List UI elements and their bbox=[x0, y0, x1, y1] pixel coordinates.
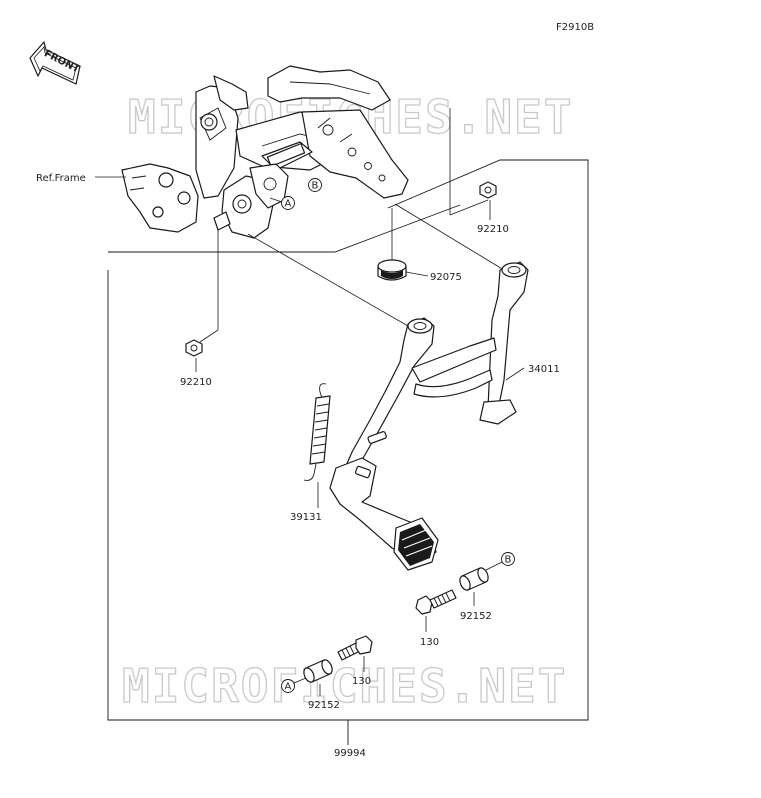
nut-left-icon bbox=[185, 339, 203, 357]
part-label-rubber-stopper: 92075 bbox=[430, 272, 462, 283]
kit-bracket bbox=[107, 159, 589, 745]
svg-text:A: A bbox=[285, 199, 292, 210]
watermark-bottom: MICROFICHES.NET bbox=[122, 659, 567, 713]
collar-b-icon bbox=[459, 567, 489, 591]
callout-b-top: B bbox=[308, 178, 322, 192]
collar-a-icon bbox=[303, 659, 333, 683]
part-label-collar-b: 92152 bbox=[460, 611, 492, 622]
bolt-b-icon bbox=[415, 589, 457, 615]
part-label-bolt-a: 130 bbox=[352, 676, 371, 687]
part-label-collar-a: 92152 bbox=[308, 700, 340, 711]
bolt-a-icon bbox=[337, 635, 373, 661]
svg-text:A: A bbox=[285, 682, 292, 693]
svg-text:B: B bbox=[312, 181, 319, 192]
callout-b-bottom: B bbox=[485, 552, 515, 571]
callout-a-top: A bbox=[269, 196, 295, 210]
part-label-center-stand: 34011 bbox=[528, 364, 560, 375]
part-label-nut-right: 92210 bbox=[477, 224, 509, 235]
diagram-code: F2910B bbox=[556, 22, 594, 33]
ref-frame-label: Ref.Frame bbox=[36, 173, 86, 184]
rubber-stopper-icon bbox=[377, 259, 407, 281]
part-label-kit: 99994 bbox=[334, 748, 366, 759]
center-stand bbox=[329, 261, 529, 571]
nut-right-icon bbox=[479, 181, 497, 199]
part-label-spring: 39131 bbox=[290, 512, 322, 523]
front-arrow-icon: FRONT bbox=[29, 41, 81, 85]
callout-a-bottom: A bbox=[281, 677, 307, 693]
part-label-bolt-b: 130 bbox=[420, 637, 439, 648]
svg-text:B: B bbox=[505, 555, 512, 566]
frame-assembly bbox=[121, 65, 409, 239]
part-label-nut-left: 92210 bbox=[180, 377, 212, 388]
spring-icon bbox=[303, 383, 331, 481]
